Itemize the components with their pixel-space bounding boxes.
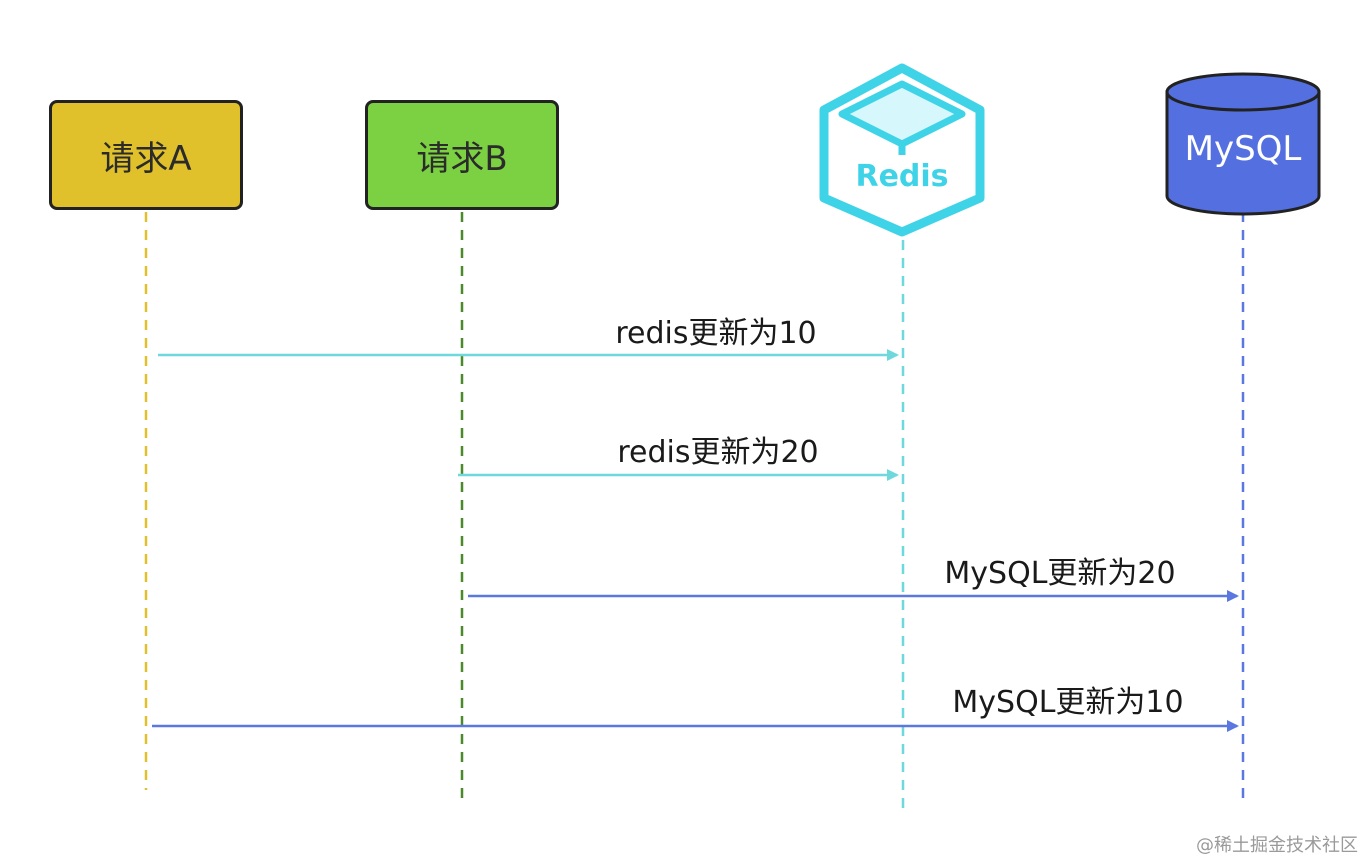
participant-request-b: 请求B xyxy=(365,100,559,210)
participant-request-b-label: 请求B xyxy=(416,138,508,179)
mysql-cylinder: MySQL xyxy=(1165,72,1321,216)
watermark: @稀土掘金技术社区 xyxy=(1196,835,1358,856)
mysql-label: MySQL xyxy=(1185,129,1302,169)
message-label-1: redis更新为10 xyxy=(615,316,817,351)
redis-logo: Redis xyxy=(819,63,985,237)
message-label-2: redis更新为20 xyxy=(617,435,819,470)
message-label-4: MySQL更新为10 xyxy=(952,685,1184,720)
message-label-3: MySQL更新为20 xyxy=(944,556,1176,591)
participant-request-a: 请求A xyxy=(49,100,243,210)
participant-request-a-label: 请求A xyxy=(100,138,192,179)
redis-logo-text: Redis xyxy=(855,159,948,194)
